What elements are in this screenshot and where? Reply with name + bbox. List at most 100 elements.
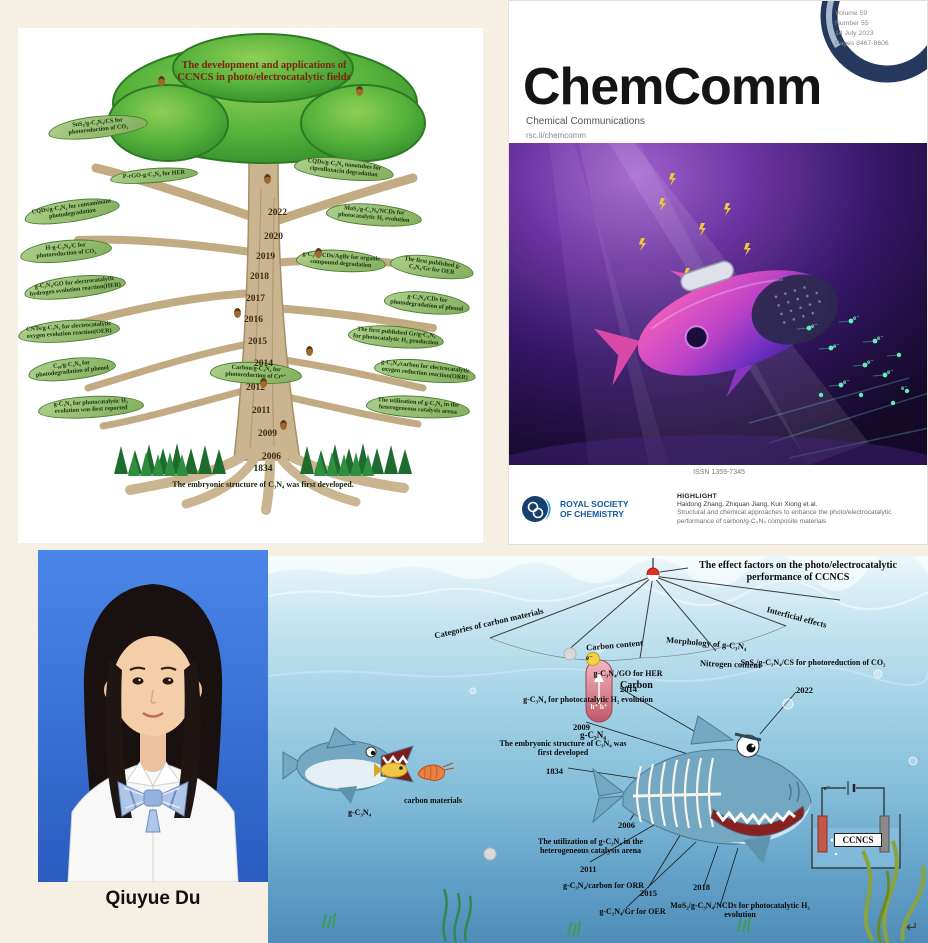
roots (125, 453, 409, 515)
acorn-icon (158, 76, 165, 86)
bow-tie (117, 781, 189, 833)
acorn-icon (315, 248, 322, 258)
publisher-line1: ROYAL SOCIETY (560, 498, 629, 509)
floor-glow (509, 435, 927, 465)
electron-label: e⁻ (843, 380, 850, 386)
shrimp-label: carbon materials (404, 796, 462, 805)
milestone-year: 2022 (796, 685, 813, 695)
tree-year: 2012 (246, 383, 265, 393)
cell-electron-label: e⁻ (824, 785, 831, 792)
tree-year: 2016 (244, 315, 263, 325)
tree-crown (107, 33, 426, 164)
issue-info: Volume 59 Number 55 14 July 2023 Pages 8… (835, 9, 915, 48)
tree-year: 2020 (264, 232, 283, 242)
milestone-year: 2011 (580, 864, 597, 874)
cell-label: CCNCS (834, 833, 882, 847)
capsule-holes-label: h⁺ h⁺ (590, 703, 608, 711)
capsule-carbon-label: Carbon (620, 680, 653, 691)
tree-year: 2019 (256, 252, 275, 262)
journal-cover[interactable]: Volume 59 Number 55 14 July 2023 Pages 8… (508, 0, 928, 545)
milestone-text: The embryonic structure of C₃N₄ was firs… (499, 739, 627, 757)
ocean-art (268, 556, 928, 943)
rsc-logo-icon (522, 496, 551, 522)
milestone-text: g-C₃N₄/Gr for OER (599, 907, 666, 916)
bubbles (469, 643, 918, 861)
acorn-icon (306, 346, 313, 356)
big-shark (592, 715, 812, 864)
capsule-electron-label: e⁻ (586, 654, 593, 662)
issue-pages: Pages 8467-8606 (835, 39, 889, 47)
milestone-year: 1834 (546, 766, 563, 776)
tree-root-milestone: 1834 The embryonic structure of C₃N₄ was… (146, 464, 380, 492)
journal-subtitle: Chemical Communications (526, 116, 645, 127)
bark-lines (249, 187, 275, 449)
tree-year: 2006 (262, 452, 281, 462)
acorn-icon (356, 86, 363, 96)
highlight-block: HIGHLIGHT Haidong Zhang, Zhiquan Jiang, … (677, 493, 892, 526)
issn: ISSN 1359-7345 (693, 469, 745, 476)
milestone-text: SnS₂/g-C₃N₄/CS for photoreduction of CO₂ (740, 658, 886, 667)
publisher-line2: OF CHEMISTRY (560, 509, 624, 519)
fishing-float-icon (646, 558, 660, 581)
speed-streaks (748, 377, 927, 459)
journal-url: rsc.li/chemcomm (526, 131, 587, 140)
highlight-title: Structural and chemical approaches to en… (677, 509, 892, 525)
surface-waves (268, 556, 928, 591)
electrochemical-cell (811, 781, 901, 869)
paragraph-return-mark: ↵ (906, 919, 919, 936)
tree-year: 2011 (252, 406, 271, 416)
electron-swarm (796, 318, 910, 406)
electron-label: e⁻ (877, 336, 884, 342)
milestone-year: 2009 (573, 722, 590, 732)
tree-year: 2018 (250, 272, 269, 282)
tree-figure-title: The development and applications of CCNC… (177, 60, 351, 84)
portrait-art (38, 550, 268, 882)
acorn-icon (280, 420, 287, 430)
factor-lines (489, 567, 841, 661)
milestone-text: g-C₃N₄/carbon for ORR (562, 881, 645, 890)
milestone-year: 2014 (620, 684, 637, 694)
carbon-capsule (585, 652, 613, 723)
electron-label: e⁻ (867, 360, 874, 366)
neck (140, 726, 166, 772)
issue-date: 14 July 2023 (835, 29, 874, 37)
shrimp-icon (417, 762, 455, 781)
milestone-text: g-C₃N₄ for photocatalytic H₂ evolution (523, 695, 653, 704)
branches (66, 163, 437, 430)
milestone-year: 2006 (618, 820, 635, 830)
electron-label: e⁻ (811, 324, 818, 330)
issue-arc-decoration (820, 1, 927, 83)
electron-label: e⁻ (833, 344, 840, 350)
author-photo[interactable] (38, 550, 268, 882)
shark-submarine (593, 260, 838, 397)
electron-label: e⁻ (901, 386, 908, 392)
cover-art-scene (509, 143, 927, 465)
tree-milestone-figure[interactable]: The development and applications of CCNC… (17, 28, 483, 543)
milestone-text: g-C₃N₄/GO for HER (593, 669, 663, 678)
electron-label: e⁻ (853, 316, 860, 322)
grass (114, 443, 412, 476)
ocean-figure-title: The effect factors on the photo/electroc… (699, 560, 897, 583)
acorn-icon (260, 378, 267, 388)
cover-artwork: e⁻ e⁻ e⁻ e⁻ e⁻ e⁻ e⁻ e⁻ (509, 143, 927, 465)
milestone-year: 2015 (640, 888, 657, 898)
acorn-icon (264, 174, 271, 184)
milestone-text: MoS₂/g-C₃N₄/NCDs for photocatalytic H₂ e… (670, 901, 810, 919)
ocean-timeline-figure[interactable]: The effect factors on the photo/electroc… (268, 556, 928, 943)
face (112, 636, 194, 736)
highlight-label: HIGHLIGHT (677, 493, 718, 500)
electron-label: e⁻ (887, 370, 894, 376)
milestone-year: 2018 (693, 882, 710, 892)
tree-year: 2009 (258, 429, 277, 439)
fish-label: g-C₃N₄ (348, 808, 372, 817)
capsule-gcn-label: g-C₃N₄ (580, 730, 606, 740)
seaweed (322, 840, 926, 943)
author-name: Qiuyue Du (105, 888, 201, 909)
tree-art (66, 33, 437, 515)
publisher-logo-block: ROYAL SOCIETY OF CHEMISTRY (521, 493, 629, 525)
issue-number: Number 55 (835, 19, 869, 27)
fish-icon (374, 762, 408, 778)
root-year: 1834 (253, 464, 273, 474)
root-label: The embryonic structure of C₃N₄ was firs… (172, 480, 354, 489)
